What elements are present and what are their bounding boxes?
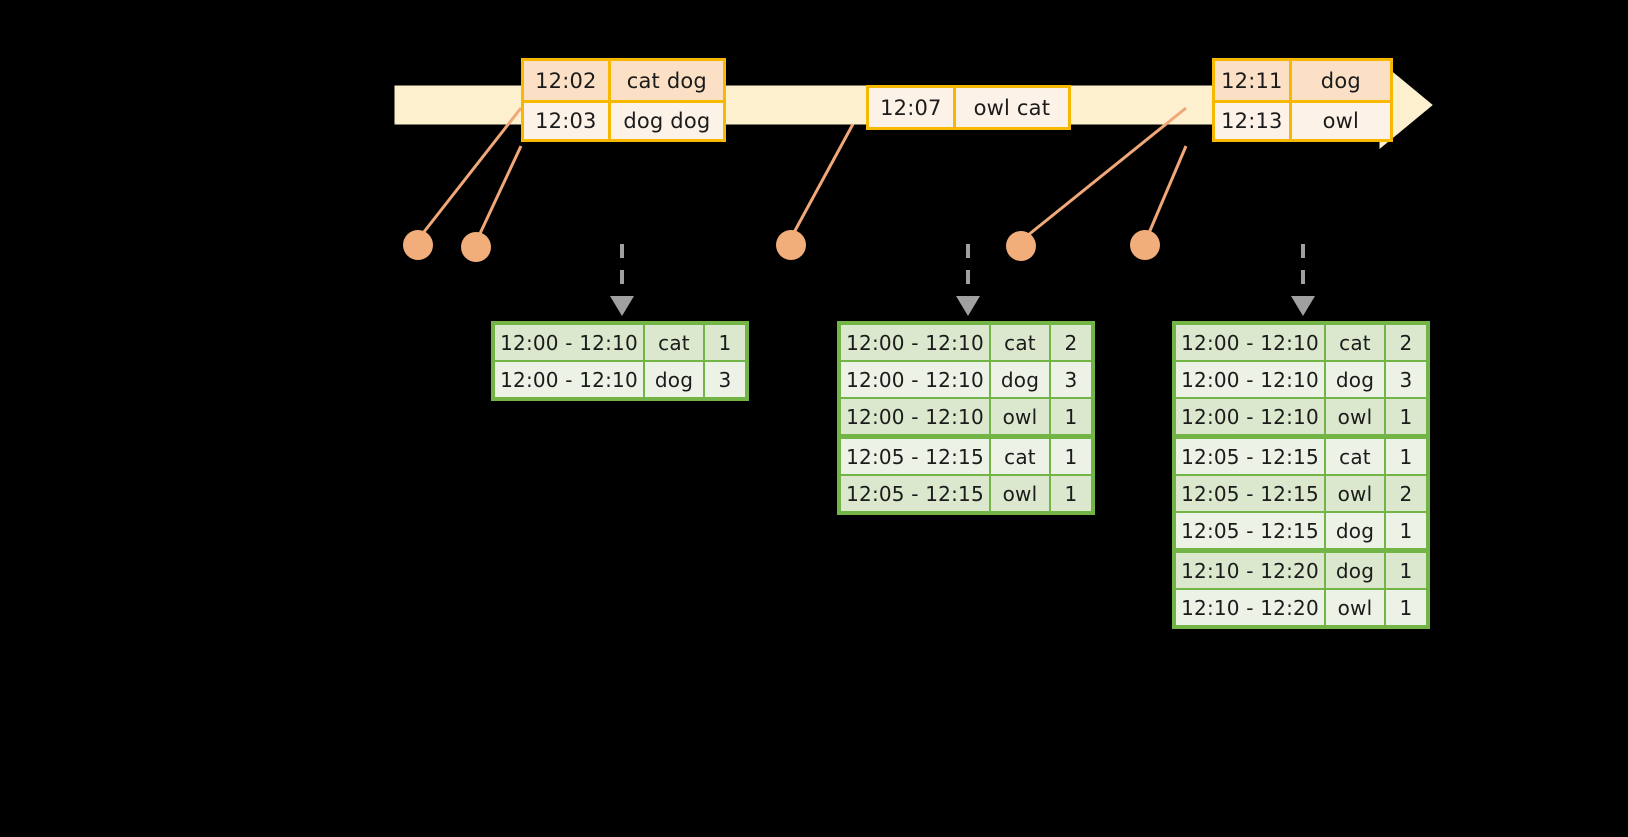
count-cell: 1 bbox=[1386, 399, 1426, 434]
word-cell: cat bbox=[991, 439, 1049, 474]
count-cell: 3 bbox=[1051, 362, 1091, 397]
count-cell: 2 bbox=[1051, 325, 1091, 360]
table-row: 12:00 - 12:10 cat 1 bbox=[495, 325, 745, 360]
window-cell: 12:00 - 12:10 bbox=[841, 325, 989, 360]
event-time: 12:07 bbox=[869, 88, 956, 127]
event-words: owl bbox=[1322, 109, 1360, 133]
table-arrows bbox=[610, 244, 1315, 316]
event-row: 12:07 owl cat bbox=[869, 88, 1068, 127]
count-cell: 2 bbox=[1386, 476, 1426, 511]
event-row: 12:11 dog bbox=[1215, 61, 1390, 100]
event-dot-2 bbox=[461, 232, 491, 262]
table-row: 12:05 - 12:15 cat 1 bbox=[1176, 439, 1426, 474]
window-cell: 12:00 - 12:10 bbox=[495, 325, 643, 360]
window-cell: 12:00 - 12:10 bbox=[495, 362, 643, 397]
table-arrow-2 bbox=[956, 244, 980, 316]
event-row: 12:02 cat dog bbox=[524, 61, 723, 100]
window-cell: 12:05 - 12:15 bbox=[841, 476, 989, 511]
window-cell: 12:00 - 12:10 bbox=[1176, 399, 1324, 434]
event-dot-1 bbox=[403, 230, 433, 260]
result-table-1[interactable]: 12:00 - 12:10 cat 1 12:00 - 12:10 dog 3 bbox=[491, 321, 749, 401]
window-cell: 12:05 - 12:15 bbox=[841, 439, 989, 474]
count-cell: 1 bbox=[705, 325, 745, 360]
word-cell: dog bbox=[645, 362, 703, 397]
window-cell: 12:05 - 12:15 bbox=[1176, 439, 1324, 474]
word-cell: cat bbox=[1326, 325, 1384, 360]
window-cell: 12:00 - 12:10 bbox=[841, 362, 989, 397]
count-cell: 1 bbox=[1386, 553, 1426, 588]
window-cell: 12:10 - 12:20 bbox=[1176, 553, 1324, 588]
table-row: 12:05 - 12:15 owl 1 bbox=[841, 476, 1091, 511]
table-row: 12:05 - 12:15 owl 2 bbox=[1176, 476, 1426, 511]
event-row: 12:13 owl bbox=[1215, 100, 1390, 139]
word-cell: owl bbox=[1326, 590, 1384, 625]
word-cell: dog bbox=[991, 362, 1049, 397]
count-cell: 3 bbox=[1386, 362, 1426, 397]
event-dot-5 bbox=[1130, 230, 1160, 260]
count-cell: 2 bbox=[1386, 325, 1426, 360]
event-box-2[interactable]: 12:07 owl cat bbox=[866, 85, 1071, 130]
table-row: 12:05 - 12:15 dog 1 bbox=[1176, 513, 1426, 548]
word-cell: owl bbox=[1326, 476, 1384, 511]
word-cell: dog bbox=[1326, 362, 1384, 397]
event-words: owl cat bbox=[973, 95, 1051, 120]
count-cell: 1 bbox=[1051, 476, 1091, 511]
window-cell: 12:10 - 12:20 bbox=[1176, 590, 1324, 625]
event-words: dog bbox=[1320, 68, 1361, 93]
event-box-3[interactable]: 12:11 dog 12:13 owl bbox=[1212, 58, 1393, 142]
count-cell: 1 bbox=[1051, 439, 1091, 474]
table-arrow-3 bbox=[1291, 244, 1315, 316]
table-row: 12:00 - 12:10 dog 3 bbox=[495, 362, 745, 397]
event-time: 12:03 bbox=[524, 103, 611, 139]
table-row: 12:05 - 12:15 cat 1 bbox=[841, 439, 1091, 474]
table-row: 12:00 - 12:10 dog 3 bbox=[1176, 362, 1426, 397]
word-cell: cat bbox=[991, 325, 1049, 360]
word-cell: dog bbox=[1326, 553, 1384, 588]
window-cell: 12:05 - 12:15 bbox=[1176, 476, 1324, 511]
event-row: 12:03 dog dog bbox=[524, 100, 723, 139]
connector-dots bbox=[403, 230, 1160, 262]
connector-line-2 bbox=[475, 145, 523, 241]
connector-line-5 bbox=[1144, 145, 1188, 241]
word-cell: dog bbox=[1326, 513, 1384, 548]
count-cell: 1 bbox=[1386, 590, 1426, 625]
window-cell: 12:00 - 12:10 bbox=[1176, 362, 1324, 397]
event-dot-3 bbox=[776, 230, 806, 260]
window-cell: 12:00 - 12:10 bbox=[841, 399, 989, 434]
word-cell: owl bbox=[1326, 399, 1384, 434]
event-words: dog dog bbox=[623, 109, 711, 133]
table-arrow-1 bbox=[610, 244, 634, 316]
table-row: 12:10 - 12:20 owl 1 bbox=[1176, 590, 1426, 625]
count-cell: 1 bbox=[1051, 399, 1091, 434]
window-cell: 12:05 - 12:15 bbox=[1176, 513, 1324, 548]
event-time: 12:02 bbox=[524, 61, 611, 100]
result-table-3[interactable]: 12:00 - 12:10 cat 2 12:00 - 12:10 dog 3 … bbox=[1172, 321, 1430, 629]
word-cell: cat bbox=[645, 325, 703, 360]
window-cell: 12:00 - 12:10 bbox=[1176, 325, 1324, 360]
event-dot-4 bbox=[1006, 231, 1036, 261]
connector-line-3 bbox=[789, 123, 855, 239]
word-cell: cat bbox=[1326, 439, 1384, 474]
table-row: 12:00 - 12:10 dog 3 bbox=[841, 362, 1091, 397]
table-row: 12:00 - 12:10 owl 1 bbox=[841, 399, 1091, 434]
event-time: 12:11 bbox=[1215, 61, 1292, 100]
word-cell: owl bbox=[991, 476, 1049, 511]
count-cell: 3 bbox=[705, 362, 745, 397]
event-box-1[interactable]: 12:02 cat dog 12:03 dog dog bbox=[521, 58, 726, 142]
count-cell: 1 bbox=[1386, 439, 1426, 474]
connector-line-1 bbox=[418, 107, 523, 238]
event-words: cat dog bbox=[626, 68, 707, 93]
count-cell: 1 bbox=[1386, 513, 1426, 548]
event-time: 12:13 bbox=[1215, 103, 1292, 139]
table-row: 12:10 - 12:20 dog 1 bbox=[1176, 553, 1426, 588]
table-row: 12:00 - 12:10 cat 2 bbox=[841, 325, 1091, 360]
result-table-2[interactable]: 12:00 - 12:10 cat 2 12:00 - 12:10 dog 3 … bbox=[837, 321, 1095, 515]
table-row: 12:00 - 12:10 owl 1 bbox=[1176, 399, 1426, 434]
table-row: 12:00 - 12:10 cat 2 bbox=[1176, 325, 1426, 360]
word-cell: owl bbox=[991, 399, 1049, 434]
